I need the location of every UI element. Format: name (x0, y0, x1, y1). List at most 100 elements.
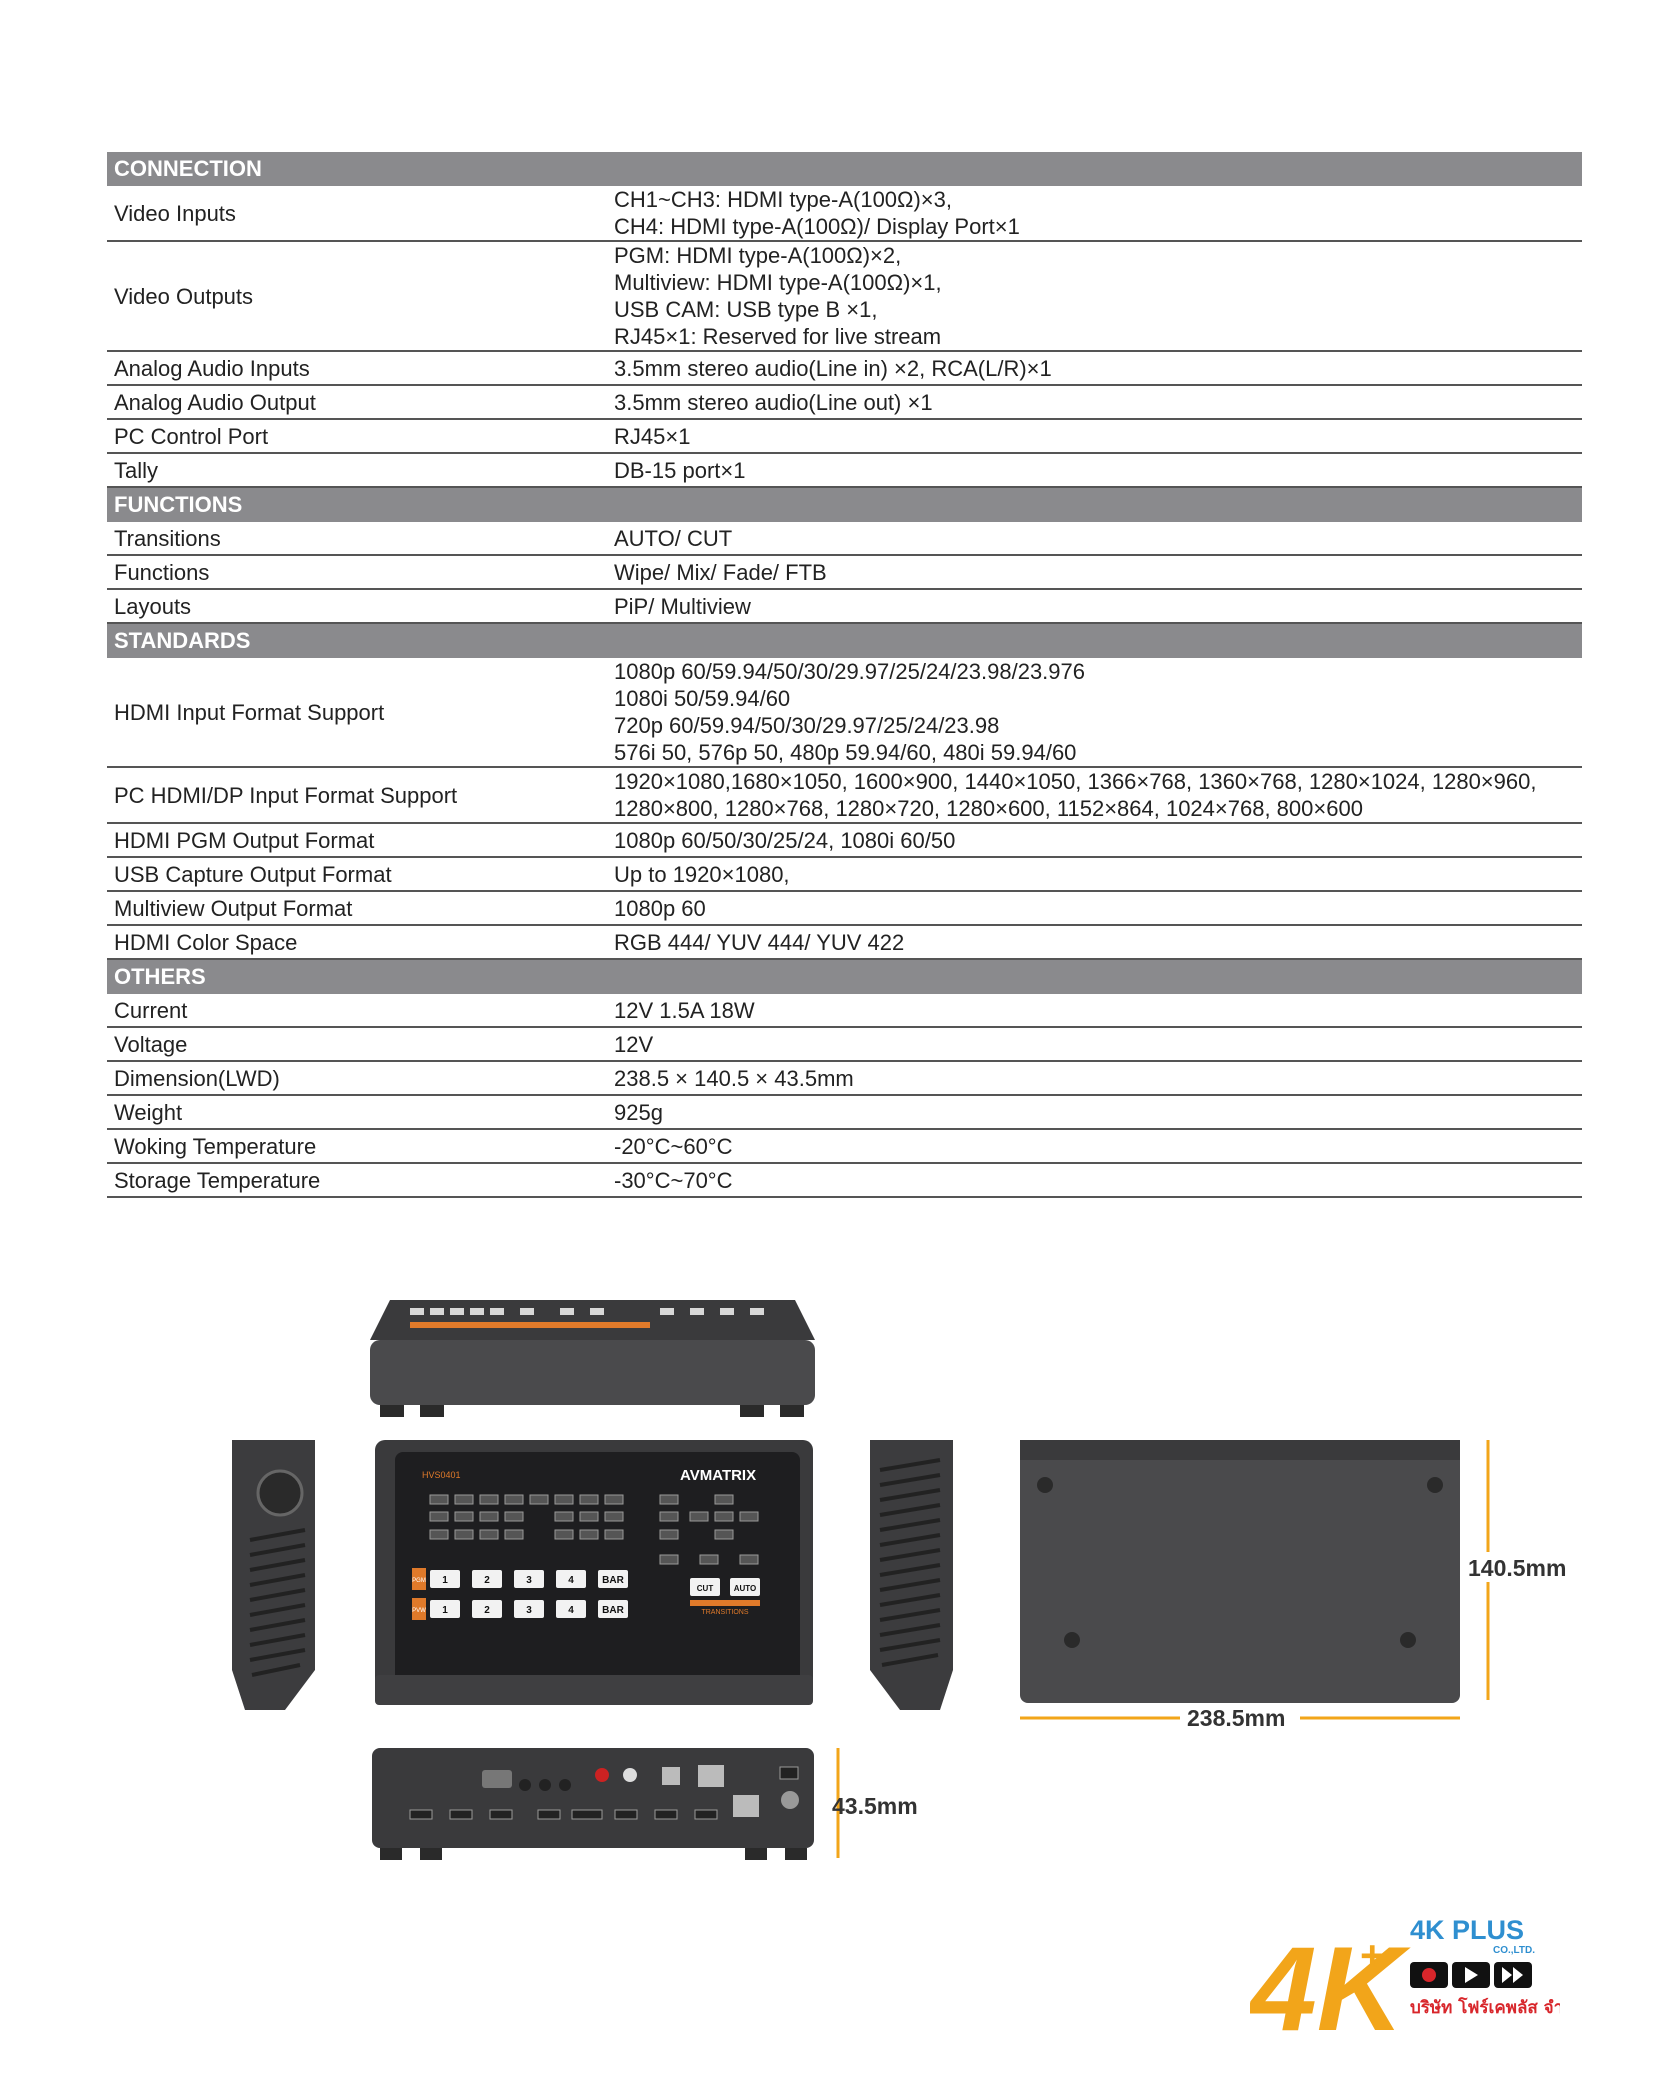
section-header: FUNCTIONS (107, 488, 1582, 522)
spec-value-line: 3.5mm stereo audio(Line out) ×1 (614, 389, 933, 415)
width-dimension: 238.5mm (1020, 1704, 1460, 1734)
depth-dimension: 43.5mm (832, 1748, 918, 1858)
logo-company-suffix: CO.,LTD. (1493, 1945, 1535, 1956)
panel-key (430, 1570, 460, 1588)
device-rear-view (372, 1748, 814, 1860)
spec-label: Storage Temperature (114, 1167, 321, 1193)
spec-value: PiP/ Multiview (614, 590, 1582, 622)
spec-value: Wipe/ Mix/ Fade/ FTB (614, 556, 1582, 588)
spec-label: Analog Audio Output (114, 389, 316, 415)
spec-value-line: Wipe/ Mix/ Fade/ FTB (614, 559, 827, 585)
panel-key (472, 1570, 502, 1588)
company-logo: 4K + 4K PLUS CO.,LTD. บริษัท โฟร์เคพลัส … (1250, 1915, 1560, 2050)
spec-value-line: AUTO/ CUT (614, 525, 733, 551)
spec-row: PC HDMI/DP Input Format Support 1920×1080… (107, 768, 1582, 824)
device-right-side-view (870, 1440, 953, 1710)
spec-value: PGM: HDMI type-A(100Ω)×2,Multiview: HDMI… (614, 242, 1582, 350)
panel-key-label: 4 (568, 1605, 574, 1616)
spec-value: 1080p 60 (614, 892, 1582, 924)
spec-value: RJ45×1 (614, 420, 1582, 452)
spec-label: Current (114, 997, 188, 1023)
spec-value: 3.5mm stereo audio(Line out) ×1 (614, 386, 1582, 418)
panel-key (472, 1600, 502, 1618)
panel-key (514, 1600, 544, 1618)
panel-key-label: 3 (526, 1605, 532, 1616)
spec-row: Woking Temperature-20°C~60°C (107, 1130, 1582, 1164)
panel-key (598, 1570, 628, 1588)
panel-key-label: 1 (442, 1575, 448, 1586)
spec-value-line: RJ45×1 (614, 423, 691, 449)
panel-bus-tag-label: PVW (412, 1608, 426, 1614)
spec-label: Tally (114, 457, 159, 483)
spec-value-line: Multiview: HDMI type-A(100Ω)×1, (614, 270, 942, 295)
svg-text:140.5mm: 140.5mm (1468, 1555, 1566, 1581)
panel-key (598, 1600, 628, 1618)
spec-value: AUTO/ CUT (614, 522, 1582, 554)
spec-value: 1920×1080,1680×1050, 1600×900, 1440×1050… (614, 768, 1582, 822)
spec-value-line: Up to 1920×1080, (614, 861, 790, 887)
panel-transition-key (730, 1578, 760, 1596)
panel-transition-key-label: AUTO (734, 1584, 757, 1593)
device-top-view (370, 1300, 815, 1417)
panel-key (514, 1570, 544, 1588)
height-dimension: 140.5mm (1465, 1440, 1575, 1700)
spec-value-line: RJ45×1: Reserved for live stream (614, 324, 942, 349)
spec-label: Video Inputs (114, 200, 236, 226)
spec-value: -20°C~60°C (614, 1130, 1582, 1162)
spec-row: PC Control Port RJ45×1 (107, 420, 1582, 454)
transitions-label: TRANSITIONS (701, 1609, 748, 1616)
logo-4k-mark: 4K (1250, 1922, 1411, 2050)
panel-key (556, 1570, 586, 1588)
spec-value: 3.5mm stereo audio(Line in) ×2, RCA(L/R)… (614, 352, 1582, 384)
spec-value-line: 925g (614, 1099, 663, 1125)
panel-bus-tag (412, 1598, 426, 1620)
section-header: STANDARDS (107, 624, 1582, 658)
spec-label: Layouts (114, 593, 192, 619)
spec-label: Multiview Output Format (114, 895, 353, 921)
spec-value-line: PGM: HDMI type-A(100Ω)×2, (614, 243, 902, 268)
spec-value-line: RGB 444/ YUV 444/ YUV 422 (614, 929, 905, 955)
spec-label: HDMI PGM Output Format (114, 827, 375, 853)
panel-key-label: 2 (484, 1575, 490, 1586)
panel-key-label: 1 (442, 1605, 448, 1616)
spec-value-line: USB CAM: USB type B ×1, (614, 297, 878, 322)
spec-value-line: 12V (614, 1031, 654, 1057)
spec-label: Analog Audio Inputs (114, 355, 310, 381)
spec-value: 925g (614, 1096, 1582, 1128)
logo-plus-sign: + (1360, 1932, 1385, 1979)
logo-thai-name: บริษัท โฟร์เคพลัส จำกัด (1410, 1997, 1560, 2018)
spec-value-line: 1280×800, 1280×768, 1280×720, 1280×600, … (614, 796, 1363, 821)
spec-value: CH1~CH3: HDMI type-A(100Ω)×3,CH4: HDMI t… (614, 186, 1582, 240)
spec-row: Dimension(LWD)238.5 × 140.5 × 43.5mm (107, 1062, 1582, 1096)
spec-label: PC Control Port (114, 423, 269, 449)
panel-key-label: 4 (568, 1575, 574, 1586)
spec-value: DB-15 port×1 (614, 454, 1582, 486)
spec-value-line: PiP/ Multiview (614, 593, 751, 619)
spec-value-line: 720p 60/59.94/50/30/29.97/25/24/23.98 (614, 713, 1000, 738)
spec-row: Weight 925g (107, 1096, 1582, 1130)
spec-value-line: 238.5 × 140.5 × 43.5mm (614, 1065, 854, 1091)
spec-value: RGB 444/ YUV 444/ YUV 422 (614, 926, 1582, 958)
logo-media-icons (1410, 1962, 1532, 1988)
svg-text:43.5mm: 43.5mm (832, 1793, 918, 1819)
panel-transition-key-label: CUT (697, 1584, 714, 1593)
spec-label: PC HDMI/DP Input Format Support (114, 782, 458, 808)
panel-key-label: BAR (602, 1605, 624, 1616)
spec-value: 12V (614, 1028, 1582, 1060)
section-header: CONNECTION (107, 152, 1582, 186)
panel-key (556, 1600, 586, 1618)
spec-value: 238.5 × 140.5 × 43.5mm (614, 1062, 1582, 1094)
spec-label: Weight (114, 1099, 183, 1125)
panel-bus-tag (412, 1568, 426, 1590)
spec-row: Multiview Output Format 1080p 60 (107, 892, 1582, 926)
